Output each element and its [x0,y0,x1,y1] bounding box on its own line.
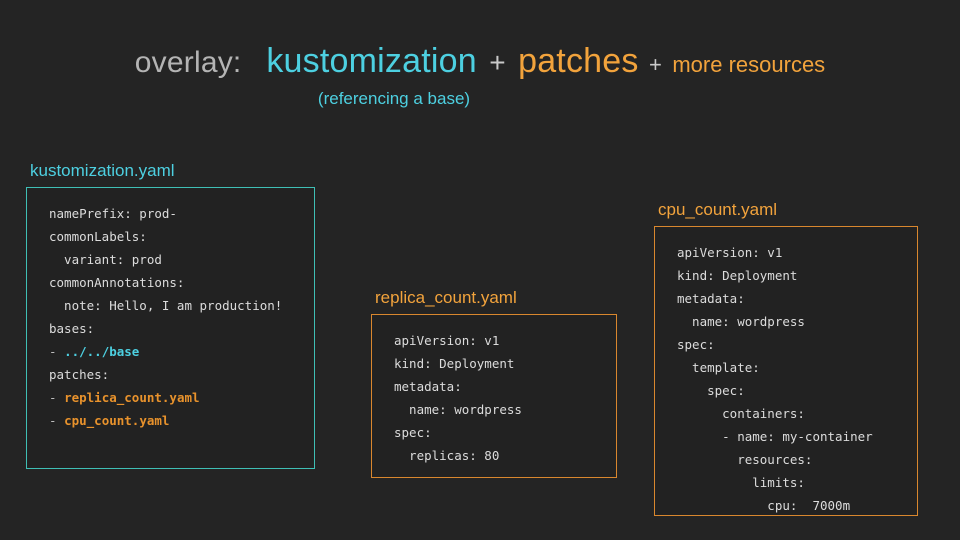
code-line: bases: [49,321,95,336]
code-line: name: wordpress [677,314,805,329]
code-card-label: cpu_count.yaml [658,200,778,219]
code-line: template: [677,360,760,375]
code-line: resources: [677,452,813,467]
code-line: spec: [677,337,715,352]
code-line: apiVersion: v1 [394,333,500,348]
code-line: kind: Deployment [394,356,515,371]
code-line: cpu: 7000m [677,498,851,513]
slide-header: overlay: kustomization + patches + more … [0,44,960,78]
code-card-kustomization: kustomization.yaml namePrefix: prod-comm… [26,161,315,469]
code-line: apiVersion: v1 [677,245,783,260]
slide-subtitle: (referencing a base) [0,89,960,109]
code-card-box: namePrefix: prod-commonLabels: variant: … [26,187,315,469]
code-line: namePrefix: prod- [49,206,177,221]
code-line: note: Hello, I am production! [49,298,283,313]
code-list-dash: - [49,413,65,428]
code-list-dash: - [49,390,65,405]
code-line: - cpu_count.yaml [49,409,304,432]
header-term-kustomization: kustomization [266,42,477,80]
header-plus-2: + [649,52,662,77]
code-card-cpu-count: cpu_count.yaml apiVersion: v1 kind: Deplo… [654,200,918,516]
code-line: replicas: 80 [394,448,500,463]
code-line: limits: [677,475,805,490]
code-line: metadata: [677,291,745,306]
code-line: patches: [49,367,110,382]
code-card-replica-count: replica_count.yaml apiVersion: v1 kind: D… [371,288,617,478]
code-token: replica_count.yaml [64,390,200,405]
code-line: variant: prod [49,252,162,267]
code-line: - replica_count.yaml [49,386,304,409]
code-token: ../../base [64,344,140,359]
code-line: spec: [394,425,432,440]
code-list-dash: - [49,344,65,359]
code-line: spec: [677,383,745,398]
code-line: name: wordpress [394,402,522,417]
code-line: kind: Deployment [677,268,798,283]
header-title-line: overlay: kustomization + patches + more … [0,44,960,78]
code-line: commonLabels: [49,229,147,244]
code-card-label: kustomization.yaml [30,161,175,180]
code-line: containers: [677,406,805,421]
header-term-more-resources: more resources [672,52,826,77]
header-overlay-label: overlay: [134,46,242,79]
header-term-patches: patches [518,42,639,80]
header-subtitle-text: (referencing a base) [317,89,471,108]
code-line: - ../../base [49,340,304,363]
code-token: cpu_count.yaml [64,413,170,428]
code-card-label: replica_count.yaml [375,288,517,307]
header-plus-1: + [489,47,506,78]
code-line: - name: my-container [677,429,873,444]
code-line: metadata: [394,379,462,394]
code-content: namePrefix: prod-commonLabels: variant: … [49,202,304,432]
code-line: commonAnnotations: [49,275,185,290]
